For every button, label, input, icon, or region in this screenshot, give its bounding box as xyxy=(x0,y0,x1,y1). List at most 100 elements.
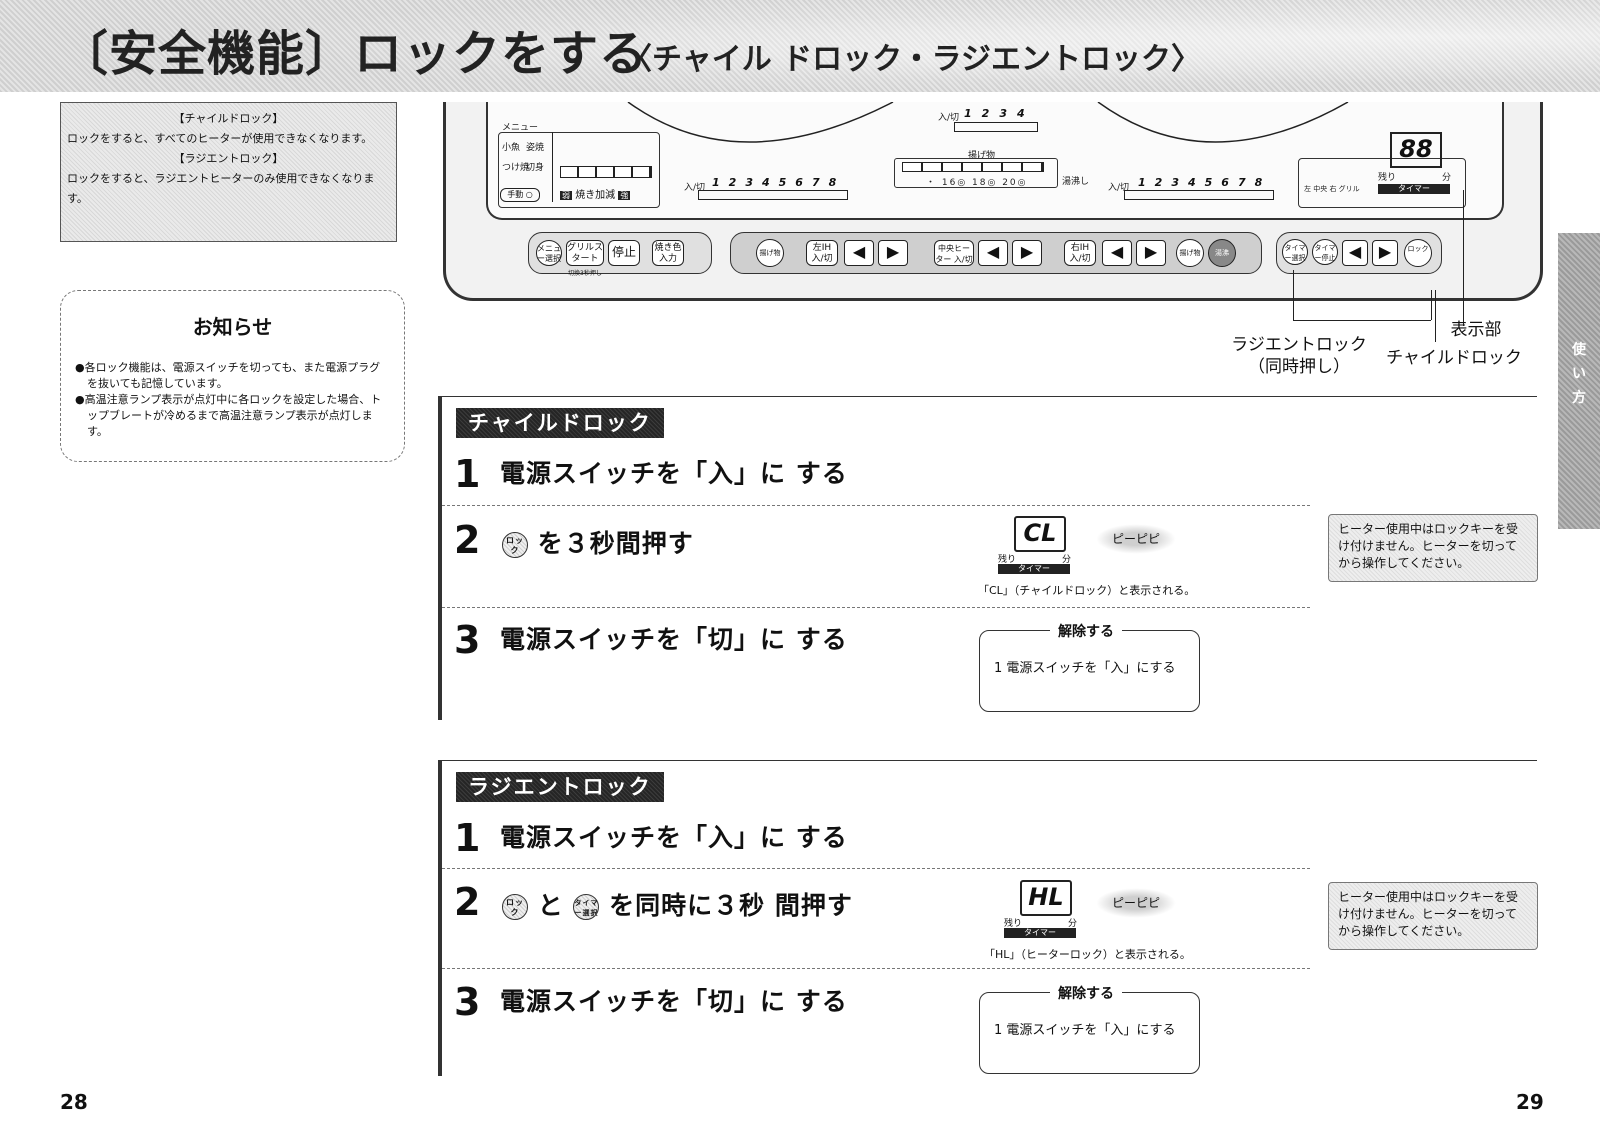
radiant-lock-heading: 【ラジエントロック】 xyxy=(173,152,284,165)
left-level-bar xyxy=(698,190,848,200)
side-tab-char: 使 xyxy=(1572,342,1586,358)
minute-label: 分 xyxy=(1442,173,1452,183)
radiant-lock-description: ロックをすると、ラジエントヒーターのみ使用できなくなります。 xyxy=(67,172,375,205)
lock-key-icon: ロック xyxy=(502,894,528,920)
radiant-display-illustration: HL 残り 分 タイマー xyxy=(1004,880,1084,940)
timer-stop-button[interactable]: タイマー停止 xyxy=(1312,239,1338,265)
center-level-bar xyxy=(954,122,1038,132)
radiant-step1-text: 電源スイッチを「入」に する xyxy=(500,823,848,852)
notice-title: お知らせ xyxy=(192,315,273,339)
step-divider xyxy=(442,607,1310,608)
radiant-step3-text: 電源スイッチを「切」に する xyxy=(500,987,848,1016)
radiant-step2-text: ロック と タイマー選択 を同時に３秒 間押す xyxy=(502,886,853,922)
child-step3-text: 電源スイッチを「切」に する xyxy=(500,625,848,654)
page-subtitle: 〈チャイル ドロック・ラジエントロック〉 xyxy=(622,42,1201,77)
timer-select-button[interactable]: タイマー選択 xyxy=(1282,239,1308,265)
boil-label: 湯沸し xyxy=(1062,177,1090,187)
center-level-scale: 1234 xyxy=(964,107,1035,120)
right-down-button[interactable]: ◀ xyxy=(1102,240,1132,266)
left-ih-button[interactable]: 左IH 入/切 xyxy=(806,240,838,266)
page-number-right: 29 xyxy=(1516,1090,1544,1114)
menu-frame xyxy=(498,132,660,208)
radiant-callout-line xyxy=(1431,290,1432,320)
center-up-button[interactable]: ▶ xyxy=(1012,240,1042,266)
radiant-callout-line xyxy=(1293,320,1431,321)
boil-button[interactable]: 湯沸 xyxy=(1208,239,1236,267)
radiant-step2-number: 2 xyxy=(454,880,481,924)
page-number-left: 28 xyxy=(60,1090,88,1114)
lock-info-box: 【チャイルドロック】 ロックをすると、すべてのヒーターが使用できなくなります。 … xyxy=(60,102,397,242)
child-display-code: CL xyxy=(1014,516,1066,552)
section-bar xyxy=(438,760,442,1076)
child-step1-number: 1 xyxy=(454,452,481,496)
menu-select-button[interactable]: メニュー選択 xyxy=(536,240,562,266)
lock-button[interactable]: ロック xyxy=(1404,239,1432,267)
radiant-callout-line xyxy=(1293,270,1294,320)
strength-row: 弱 焼き加減 強 xyxy=(560,190,631,201)
manual-indicator: 手動 ○ xyxy=(500,188,540,202)
timer-frame xyxy=(1298,158,1466,208)
right-level-bar xyxy=(1124,190,1274,200)
right-ih-button[interactable]: 右IH 入/切 xyxy=(1064,240,1096,266)
child-lock-callout: チャイルドロック xyxy=(1386,348,1522,368)
grill-start-hint: 切換3秒押し xyxy=(568,270,602,277)
radiant-display-caption: 「HL」（ヒーターロック）と表示される。 xyxy=(984,948,1191,961)
display-remaining-label: 残り xyxy=(998,555,1017,565)
child-step2-number: 2 xyxy=(454,518,481,562)
timer-up-button[interactable]: ▶ xyxy=(1372,240,1398,266)
child-step3-number: 3 xyxy=(454,618,481,662)
radiant-release-box: 解除する 1 電源スイッチを「入」にする xyxy=(979,983,1200,1074)
left-level-scale: 12345678 xyxy=(712,176,846,189)
menu-item-glazed: つけ焼 xyxy=(502,163,530,173)
fry-label: 揚げ物 xyxy=(968,151,996,161)
child-release-item: 1 電源スイッチを「入」にする xyxy=(994,661,1176,676)
radiant-note: ヒーター使用中はロックキーを受け付けません。ヒーターを切ってから操作してください… xyxy=(1328,882,1538,950)
page-title: 〔安全機能〕ロックをする xyxy=(60,26,649,82)
child-beep: ピーピピ xyxy=(1096,524,1176,554)
child-callout-line xyxy=(1435,290,1436,342)
top-plate-display: メニュー 小魚 姿焼 つけ焼 切身 手動 ○ 弱 焼き加減 強 入/切 1234… xyxy=(486,102,1504,220)
fry-temps: ・ 16◎ 18◎ 20◎ xyxy=(926,178,1028,188)
center-down-button[interactable]: ◀ xyxy=(978,240,1008,266)
fry-right-button[interactable]: 揚げ物 xyxy=(1176,239,1204,267)
right-onoff-label: 入/切 xyxy=(1108,183,1130,193)
right-up-button[interactable]: ▶ xyxy=(1136,240,1166,266)
left-up-button[interactable]: ▶ xyxy=(878,240,908,266)
timer-display: 88 xyxy=(1390,132,1442,168)
child-release-title: 解除する xyxy=(1050,621,1122,641)
control-panel-diagram: メニュー 小魚 姿焼 つけ焼 切身 手動 ○ 弱 焼き加減 強 入/切 1234… xyxy=(443,102,1543,301)
center-onoff-label: 入/切 xyxy=(938,113,960,123)
child-step1-text: 電源スイッチを「入」に する xyxy=(500,459,848,488)
display-callout: 表示部 xyxy=(1450,320,1502,340)
child-step2-text: ロック を３秒間押す xyxy=(502,524,694,560)
menu-item-fillet: 切身 xyxy=(526,163,545,173)
display-callout-line xyxy=(1463,190,1464,326)
grill-start-button[interactable]: グリルスタート xyxy=(566,240,604,266)
fry-left-button[interactable]: 揚げ物 xyxy=(756,239,784,267)
child-lock-section-title: チャイルドロック xyxy=(456,408,664,438)
side-tab-char: 方 xyxy=(1572,390,1586,406)
header-banner xyxy=(0,0,1600,92)
timer-down-button[interactable]: ◀ xyxy=(1342,240,1368,266)
notice-item: ●高温注意ランプ表示が点灯中に各ロックを設定した場合、トップブレートが冷めるまで… xyxy=(75,393,382,438)
burner-outline-icon xyxy=(627,102,1349,143)
left-down-button[interactable]: ◀ xyxy=(844,240,874,266)
fry-frame xyxy=(894,158,1058,188)
display-timer-label: タイマー xyxy=(1004,928,1076,938)
center-heater-button[interactable]: 中央ヒーター 入/切 xyxy=(934,240,974,266)
radiant-step3-number: 3 xyxy=(454,980,481,1024)
notice-box: お知らせ ●各ロック機能は、電源スイッチを切っても、また電源プラグを抜いても記憶… xyxy=(60,290,405,462)
radiant-release-title: 解除する xyxy=(1050,983,1122,1003)
stop-button[interactable]: 停止 xyxy=(608,240,640,266)
step-divider xyxy=(442,505,1310,506)
radiant-step1-number: 1 xyxy=(454,816,481,860)
fry-temp-bar xyxy=(902,162,1044,172)
color-input-button[interactable]: 焼き色入力 xyxy=(652,240,684,266)
lock-key-icon: ロック xyxy=(502,532,528,558)
lamp-labels: 左 中央 右 グリル xyxy=(1304,185,1360,193)
child-display-illustration: CL 残り 分 タイマー xyxy=(998,516,1078,576)
menu-item-whole-grill: 姿焼 xyxy=(526,143,545,153)
section-rule xyxy=(442,760,1537,761)
section-rule xyxy=(442,396,1537,397)
menu-item-small-fish: 小魚 xyxy=(502,143,521,153)
